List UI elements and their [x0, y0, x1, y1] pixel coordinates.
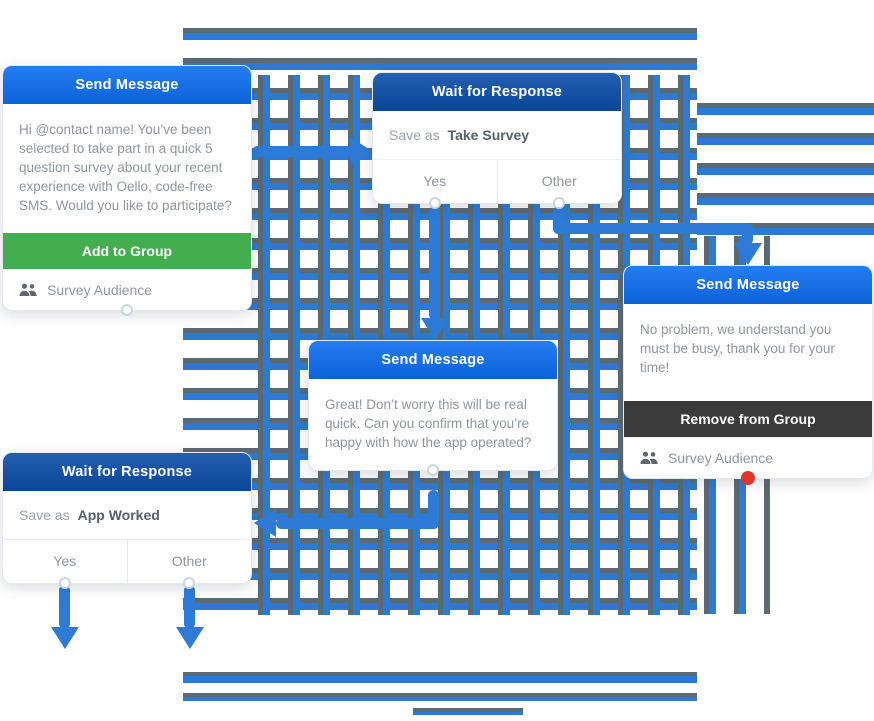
connector-msg2-to-wait2-arrowhead-icon: [254, 509, 276, 537]
audience-row: Survey Audience: [3, 269, 251, 310]
save-as-row: Save as Take Survey: [373, 111, 621, 159]
connector-wait2-yes-segment: [59, 585, 70, 629]
response-options-row: Yes Other: [3, 539, 251, 583]
message-body-text: Great! Don’t worry this will be real qui…: [325, 397, 532, 450]
connector-wait1-other-segment-vertical-1: [553, 206, 564, 234]
connection-dot-active[interactable]: [741, 471, 755, 485]
connection-dot-yes[interactable]: [59, 577, 71, 589]
node-header[interactable]: Send Message: [309, 341, 557, 379]
connector-wait1-yes-arrowhead-icon: [421, 318, 449, 340]
save-as-label: Save as: [389, 127, 440, 143]
connector-wait1-yes-segment: [429, 206, 440, 320]
response-options-row: Yes Other: [373, 159, 621, 203]
save-as-value: Take Survey: [447, 127, 530, 143]
users-icon: [640, 451, 659, 465]
save-as-row: Save as App Worked: [3, 491, 251, 539]
audience-row: Survey Audience: [624, 437, 872, 478]
connector-wait2-other-segment: [184, 585, 195, 629]
node-header[interactable]: Send Message: [624, 266, 872, 304]
add-to-group-bar[interactable]: Add to Group: [3, 233, 251, 269]
option-yes[interactable]: Yes: [423, 173, 447, 189]
connector-msg2-to-wait2-segment-horizontal: [276, 518, 439, 529]
connector-wait1-other-segment-horizontal: [553, 223, 753, 234]
node-header[interactable]: Wait for Response: [373, 73, 621, 111]
connection-dot[interactable]: [427, 464, 439, 476]
node-header[interactable]: Wait for Response: [3, 453, 251, 491]
connector-wait2-other-arrowhead-icon: [176, 627, 204, 649]
connection-dot[interactable]: [121, 304, 133, 316]
node-header[interactable]: Send Message: [3, 66, 251, 104]
connection-dot-other[interactable]: [553, 197, 565, 209]
node-send-message-3[interactable]: Send Message No problem, we understand y…: [623, 265, 873, 485]
connector-msg1-to-wait1-segment: [252, 146, 352, 157]
node-wait-for-response-2[interactable]: Wait for Response Save as App Worked Yes …: [2, 452, 252, 589]
save-as-label: Save as: [19, 507, 70, 523]
option-other[interactable]: Other: [126, 540, 252, 583]
audience-label: Survey Audience: [668, 450, 774, 466]
node-send-message-2[interactable]: Send Message Great! Don’t worry this wil…: [308, 340, 558, 476]
background-grid-horizontal-right: [697, 89, 874, 239]
connector-wait2-yes-arrowhead-icon: [51, 627, 79, 649]
option-other[interactable]: Other: [496, 160, 622, 203]
connection-dot-other[interactable]: [183, 577, 195, 589]
node-wait-for-response-1[interactable]: Wait for Response Save as Take Survey Yes…: [372, 72, 622, 209]
message-body-text: Hi @contact name! You’ve been selected t…: [19, 122, 232, 213]
remove-from-group-bar[interactable]: Remove from Group: [624, 401, 872, 437]
message-body-text: No problem, we understand you must be bu…: [640, 322, 835, 375]
users-icon: [19, 283, 38, 297]
connection-dot-yes[interactable]: [429, 197, 441, 209]
option-yes[interactable]: Yes: [53, 553, 77, 569]
background-grid-bottom-line-1: [183, 672, 697, 683]
connector-msg2-to-wait2-segment-vertical: [428, 490, 439, 529]
save-as-value: App Worked: [77, 507, 160, 523]
audience-label: Survey Audience: [47, 282, 153, 298]
background-grid-bottom-line-3: [413, 708, 523, 715]
node-send-message-1[interactable]: Send Message Hi @contact name! You’ve be…: [2, 65, 252, 316]
background-grid-bottom-line-2: [183, 693, 697, 701]
connector-wait1-other-arrowhead-icon: [734, 243, 762, 265]
connector-msg1-to-wait1-arrowhead-icon: [350, 137, 372, 165]
connector-wait1-other-segment-vertical-2: [742, 223, 753, 245]
